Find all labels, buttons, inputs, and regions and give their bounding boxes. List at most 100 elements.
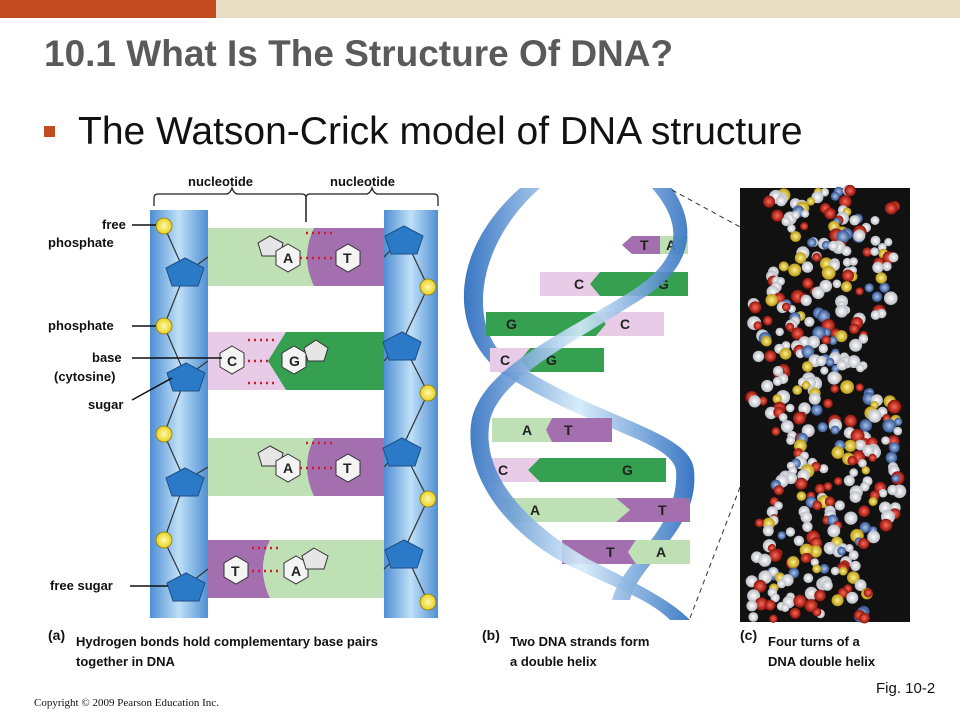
atom-sphere	[812, 252, 821, 262]
atom-sphere	[777, 579, 786, 589]
space-filling-atoms	[745, 184, 907, 624]
atom-sphere	[870, 310, 881, 320]
atom-sphere	[849, 257, 858, 266]
atom-sphere	[806, 197, 815, 206]
atom-sphere	[758, 396, 768, 406]
atom-sphere	[854, 579, 867, 592]
atom-sphere	[763, 315, 773, 326]
atom-sphere	[844, 511, 858, 525]
phosphate-circle-icon	[419, 490, 437, 508]
atom-sphere	[825, 357, 835, 367]
phosphate-circle-icon	[419, 384, 437, 402]
atom-sphere	[831, 446, 845, 459]
atom-sphere	[864, 283, 874, 293]
atom-sphere	[885, 451, 898, 464]
helix-pair-8-left: T	[606, 544, 615, 560]
helix-pair-2-left: C	[574, 276, 584, 292]
slide-title: 10.1 What Is The Structure Of DNA?	[44, 33, 674, 74]
atom-sphere	[819, 464, 829, 474]
atom-sphere	[820, 366, 829, 375]
bullet-text: The Watson-Crick model of DNA structure	[78, 110, 803, 153]
atom-sphere	[800, 294, 812, 306]
hexagon-icon	[335, 453, 361, 483]
hydrogen-bond-dots	[300, 231, 334, 260]
atom-sphere	[855, 383, 864, 392]
atom-sphere	[787, 224, 796, 233]
atom-sphere	[844, 184, 856, 197]
helix-pair-7-left: A	[530, 502, 540, 518]
atom-sphere	[847, 355, 861, 369]
atom-sphere	[769, 614, 778, 623]
base-pair-row-3: A T	[184, 438, 403, 496]
sugar-pentagon-icon	[166, 572, 206, 602]
helix-strand-front	[470, 188, 690, 620]
atom-sphere	[748, 612, 759, 622]
connector-dashed-bottom	[689, 481, 743, 619]
atom-sphere	[817, 422, 828, 433]
atom-sphere	[845, 544, 854, 553]
rung-4-right-base: A	[291, 563, 301, 579]
atom-sphere	[804, 316, 815, 327]
hexagon-icon	[275, 243, 301, 273]
hexagon-icon	[275, 453, 301, 483]
atom-sphere	[789, 607, 801, 619]
atom-sphere	[862, 444, 875, 457]
atom-sphere	[849, 215, 860, 226]
phosphate-circle-icon	[155, 317, 173, 335]
atom-sphere	[801, 381, 811, 390]
atom-sphere	[773, 365, 784, 377]
hydrogen-bond-dots	[248, 338, 278, 385]
atom-sphere	[870, 216, 880, 225]
atom-sphere	[775, 327, 784, 337]
helix-pair-4-left: C	[500, 352, 510, 368]
atom-sphere	[800, 511, 813, 523]
atom-sphere	[814, 483, 826, 494]
sugar-pentagon-icon	[165, 467, 205, 497]
atom-sphere	[779, 347, 792, 360]
phosphate-circle-icon	[155, 217, 173, 235]
rung-1-left-base: A	[283, 250, 293, 266]
atom-sphere	[836, 359, 848, 371]
top-beige-bar	[216, 0, 960, 18]
atom-sphere	[858, 505, 870, 517]
atom-sphere	[748, 395, 761, 408]
panel-a-caption-line-2: together in DNA	[76, 654, 176, 669]
helix-pair-8-right: A	[656, 544, 666, 560]
atom-sphere	[786, 435, 796, 445]
atom-sphere	[785, 322, 795, 332]
atom-sphere	[841, 281, 852, 293]
atom-sphere	[853, 229, 866, 242]
atom-sphere	[844, 414, 857, 428]
atom-sphere	[761, 379, 774, 393]
atom-sphere	[823, 482, 833, 491]
helix-pair-1-left: T	[640, 237, 649, 253]
helix-pair-2-right: G	[658, 276, 669, 292]
phosphate-circle-icon	[419, 278, 437, 296]
atom-sphere	[800, 553, 811, 564]
nucleotide-label-left: nucleotide	[188, 174, 253, 189]
label-phosphate-top: phosphate	[48, 235, 114, 250]
atom-sphere	[803, 573, 814, 583]
base-pair-row-1: A T	[185, 228, 405, 286]
atom-sphere	[823, 398, 833, 409]
atom-sphere	[749, 301, 762, 314]
atom-sphere	[746, 600, 758, 612]
label-base: base	[92, 350, 122, 365]
atom-sphere	[772, 376, 783, 386]
rung-2-left-base: C	[227, 353, 237, 369]
atom-sphere	[881, 436, 890, 445]
helix-pair-5-left: A	[522, 422, 532, 438]
atom-sphere	[771, 427, 781, 436]
atom-sphere	[771, 209, 784, 222]
atom-sphere	[801, 209, 810, 218]
atom-sphere	[755, 518, 764, 528]
atom-sphere	[888, 252, 899, 263]
atom-sphere	[802, 521, 813, 532]
figure-number: Fig. 10-2	[876, 680, 936, 697]
atom-sphere	[792, 385, 802, 395]
atom-sphere	[819, 563, 830, 574]
atom-sphere	[854, 439, 866, 451]
atom-sphere	[834, 500, 845, 511]
atom-sphere	[778, 413, 788, 422]
atom-sphere	[752, 350, 765, 363]
